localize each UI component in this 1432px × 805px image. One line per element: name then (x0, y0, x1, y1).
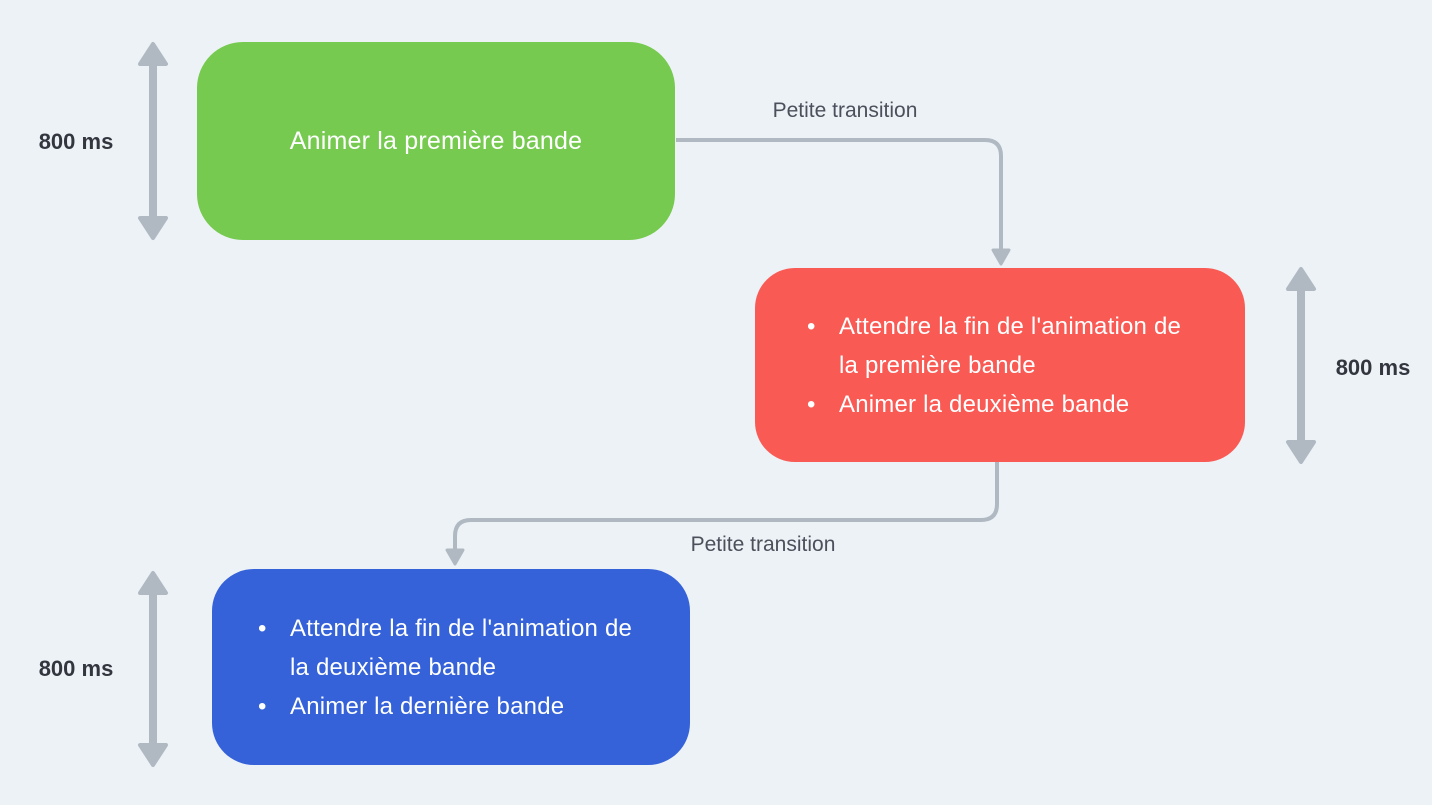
bullet-icon: • (258, 692, 267, 720)
transition-label-second: Petite transition (690, 533, 836, 556)
bullet-icon: • (807, 390, 816, 418)
connector-step2-step3 (445, 462, 999, 566)
duration-label-step2: 800 ms (1335, 355, 1411, 380)
node-animate-last-band: •Attendre la fin de l'animation de la de… (212, 569, 690, 765)
duration-label-step1: 800 ms (38, 129, 114, 154)
bullet-list: •Attendre la fin de l'animation de la pr… (807, 307, 1193, 424)
list-item: •Attendre la fin de l'animation de la pr… (807, 307, 1193, 385)
transition-label-first: Petite transition (772, 99, 918, 122)
node-animate-second-band: •Attendre la fin de l'animation de la pr… (755, 268, 1245, 462)
bullet-list: •Attendre la fin de l'animation de la de… (258, 609, 644, 726)
list-item: •Animer la deuxième bande (807, 385, 1193, 424)
node-label: Animer la première bande (289, 126, 583, 155)
node-animate-first-band: Animer la première bande (197, 42, 675, 240)
bullet-icon: • (258, 614, 267, 642)
list-item: •Attendre la fin de l'animation de la de… (258, 609, 644, 687)
bullet-icon: • (807, 312, 816, 340)
duration-label-step3: 800 ms (38, 656, 114, 681)
connector-step1-step2 (676, 138, 1011, 266)
list-item: •Animer la dernière bande (258, 687, 644, 726)
